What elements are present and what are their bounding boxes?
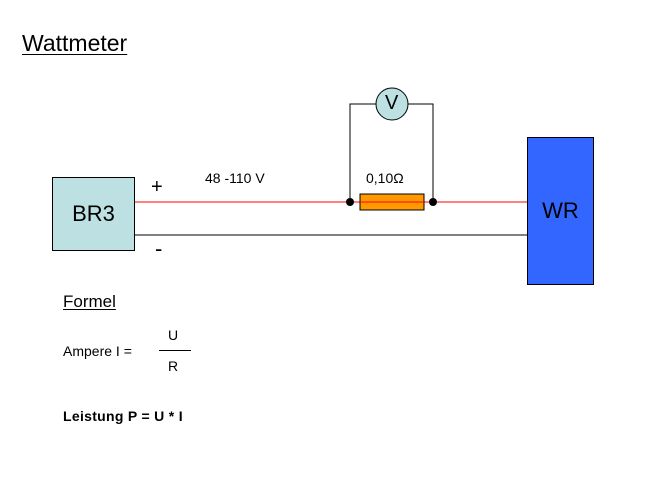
fraction-bar bbox=[159, 350, 191, 351]
source-label: BR3 bbox=[72, 201, 115, 226]
fraction-denominator: R bbox=[168, 358, 179, 374]
voltmeter-left-lead bbox=[349, 103, 377, 202]
positive-terminal-label: + bbox=[151, 176, 163, 198]
ampere-formula-lhs: Ampere I = bbox=[63, 343, 132, 359]
voltmeter-label: V bbox=[385, 92, 399, 114]
inverter-box-wr: WR bbox=[527, 137, 594, 285]
voltmeter-symbol bbox=[375, 87, 409, 121]
inverter-label: WR bbox=[542, 198, 579, 223]
source-box-br3: BR3 bbox=[52, 177, 135, 251]
junction-node-right bbox=[429, 198, 437, 206]
voltage-range-label: 48 -110 V bbox=[205, 170, 265, 186]
shunt-resistance-label: 0,10Ω bbox=[366, 170, 404, 186]
power-formula: Leistung P = U * I bbox=[63, 408, 183, 424]
fraction-numerator: U bbox=[168, 327, 179, 343]
junction-node-left bbox=[346, 198, 354, 206]
negative-terminal-label: - bbox=[155, 236, 163, 261]
diagram-title: Wattmeter bbox=[22, 30, 128, 56]
formula-heading: Formel bbox=[63, 292, 116, 311]
voltmeter-right-lead bbox=[408, 103, 434, 202]
